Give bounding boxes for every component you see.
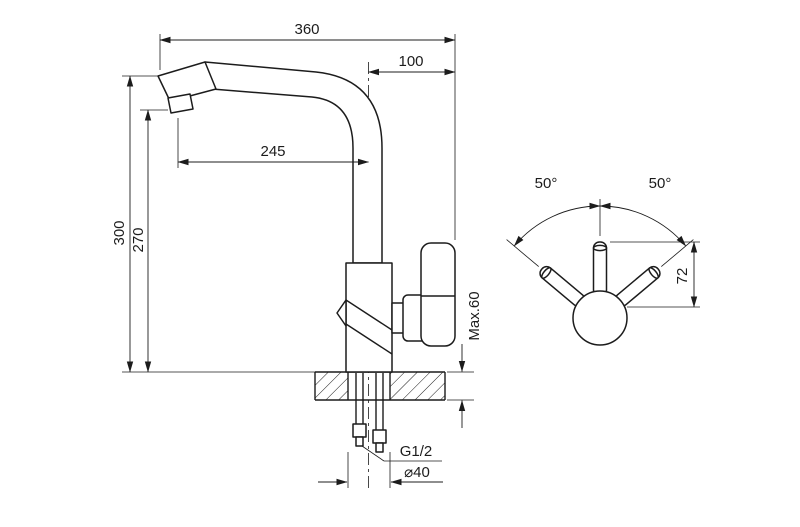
angle-arc	[599, 202, 687, 247]
dim-handle-offset-label: 100	[398, 53, 423, 70]
dim-total-height-label: 300	[111, 220, 128, 245]
hose-right-connector	[372, 429, 387, 444]
spout-arm	[204, 61, 383, 264]
dim-swivel-left-label: 50°	[535, 175, 558, 192]
dim-swivel-left: 50°	[513, 175, 601, 247]
dim-spout-reach: 245	[177, 118, 369, 168]
top-view: 50° 50° 72	[506, 175, 700, 346]
spout-head	[157, 61, 217, 102]
dim-swivel-right-label: 50°	[649, 175, 672, 192]
countertop-hatch-left	[315, 372, 348, 400]
extension-line	[661, 239, 694, 267]
dim-max-counter: Max.60	[447, 291, 483, 428]
hose-right-nipple	[375, 442, 384, 453]
dim-total-width: 360	[159, 21, 456, 240]
aerator	[167, 93, 194, 114]
leader-line	[361, 445, 385, 462]
dim-spout-height-label: 270	[130, 227, 147, 252]
body-top-view	[572, 290, 628, 346]
lever-position-center	[592, 241, 608, 297]
body-joint-line	[345, 299, 393, 331]
label-thread-text: G1/2	[400, 443, 433, 460]
dim-total-height: 300	[111, 75, 315, 373]
body-joint-line	[345, 323, 393, 355]
label-thread: G1/2	[361, 443, 442, 462]
countertop-section	[314, 371, 446, 401]
side-view: 360 100 245 300 270	[111, 21, 483, 492]
supply-hoses	[352, 373, 387, 453]
dim-max-counter-label: Max.60	[466, 291, 483, 340]
dim-total-width-label: 360	[294, 21, 319, 38]
lever-tip	[540, 267, 552, 280]
dim-lever-height: 72	[610, 241, 700, 308]
hose-left-connector	[352, 423, 367, 438]
angle-arc	[513, 202, 601, 247]
dim-swivel-right: 50°	[599, 175, 687, 247]
dim-hole-diameter-label: ⌀40	[404, 464, 430, 481]
extension-line	[506, 239, 539, 267]
dim-hole-diameter: ⌀40	[318, 452, 443, 488]
dim-spout-height: 270	[130, 109, 168, 373]
lever-tip	[592, 244, 608, 252]
dim-spout-reach-label: 245	[260, 143, 285, 160]
spray-outlet	[336, 299, 347, 327]
faucet-body	[157, 61, 456, 373]
handle-stub	[391, 302, 405, 334]
dim-lever-height-label: 72	[674, 268, 691, 285]
body-column	[345, 262, 393, 373]
countertop-hatch-right	[390, 372, 445, 400]
lever-tip	[648, 267, 660, 280]
hose-left-nipple	[355, 436, 364, 447]
dim-handle-offset: 100	[368, 53, 456, 76]
handle-grip	[420, 242, 456, 347]
